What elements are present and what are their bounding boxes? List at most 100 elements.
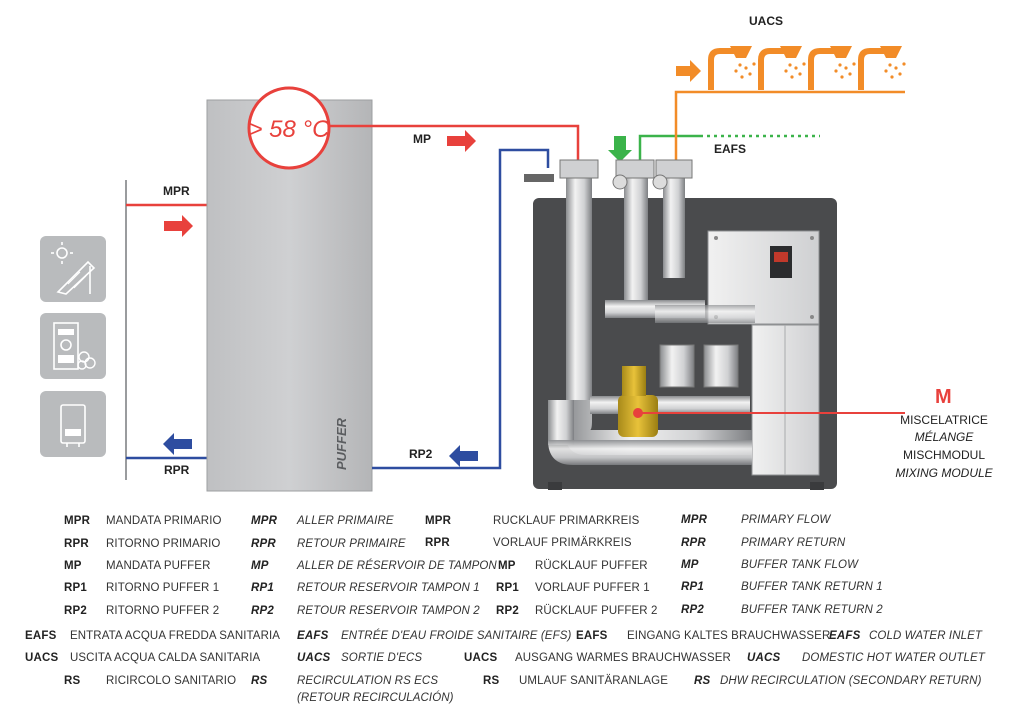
legend-text: MANDATA PUFFER bbox=[106, 560, 211, 572]
legend-abbr: EAFS bbox=[576, 630, 608, 642]
eafs-line bbox=[638, 134, 700, 168]
legend-abbr: MPR bbox=[425, 515, 452, 527]
legend-abbr: RP2 bbox=[64, 605, 87, 617]
hydraulic-diagram: > 58 °C PUFFER bbox=[125, 46, 906, 492]
solar-panel-box bbox=[40, 236, 106, 302]
legend-text: RETOUR RESERVOIR TAMPON 1 bbox=[297, 582, 480, 594]
legend-abbr: RP2 bbox=[251, 605, 274, 617]
legend-abbr: MPR bbox=[64, 515, 91, 527]
legend-text: ALLER DE RÉSERVOIR DE TAMPON bbox=[297, 560, 497, 572]
rp2-label: RP2 bbox=[409, 447, 433, 461]
legend-text: RETOUR RESERVOIR TAMPON 2 bbox=[297, 605, 480, 617]
mpr-label: MPR bbox=[163, 184, 190, 198]
rpr-arrow bbox=[163, 433, 192, 455]
tank-label: PUFFER bbox=[334, 417, 349, 470]
legend-abbr: EAFS bbox=[829, 630, 861, 642]
legend-text: COLD WATER INLET bbox=[869, 630, 982, 642]
shower-icon bbox=[708, 46, 756, 90]
uacs-label: UACS bbox=[749, 14, 784, 28]
legend-text: RICIRCOLO SANITARIO bbox=[106, 675, 237, 687]
legend-abbr: RS bbox=[694, 675, 711, 687]
m-label: M bbox=[935, 386, 952, 408]
rp2-arrow bbox=[449, 445, 478, 467]
boiler-icon bbox=[53, 322, 96, 370]
temperature-label: > 58 °C bbox=[249, 116, 331, 143]
legend-text: ENTRATA ACQUA FREDDA SANITARIA bbox=[70, 630, 281, 642]
legend-abbr: RP1 bbox=[681, 581, 704, 593]
legend-text: RETOUR PRIMAIRE bbox=[297, 538, 406, 550]
legend-abbr: EAFS bbox=[25, 630, 57, 642]
legend-abbr: MP bbox=[681, 559, 699, 571]
legend-text: DHW RECIRCULATION (SECONDARY RETURN) bbox=[720, 675, 982, 687]
mp-label: MP bbox=[413, 132, 431, 146]
legend-text: EINGANG KALTES BRAUCHWASSER bbox=[627, 630, 831, 642]
legend-abbr: MP bbox=[251, 560, 269, 572]
legend-abbr: RPR bbox=[251, 538, 276, 550]
pump-1 bbox=[659, 344, 695, 388]
rpr-label: RPR bbox=[164, 463, 190, 477]
legend-text: PRIMARY FLOW bbox=[741, 514, 831, 526]
legend-abbr: MP bbox=[64, 560, 82, 572]
legend-text: UMLAUF SANITÄRANLAGE bbox=[519, 675, 668, 687]
legend-text: RITORNO PUFFER 1 bbox=[106, 582, 220, 594]
shower-icon bbox=[758, 46, 806, 90]
legend-text: BUFFER TANK RETURN 2 bbox=[741, 604, 883, 616]
legend-abbr: RP2 bbox=[496, 605, 519, 617]
legend-text: RECIRCULATION RS ECS bbox=[297, 675, 439, 687]
shower-icon bbox=[808, 46, 856, 90]
shower-icons bbox=[708, 46, 906, 90]
legend-abbr: MP bbox=[498, 560, 516, 572]
legend-abbr: RPR bbox=[64, 538, 89, 550]
module-name-en: MIXING MODULE bbox=[895, 466, 993, 480]
module-name-fr: MÉLANGE bbox=[914, 430, 974, 444]
legend-text: DOMESTIC HOT WATER OUTLET bbox=[802, 652, 985, 664]
legend-text: USCITA ACQUA CALDA SANITARIA bbox=[70, 652, 261, 664]
legend-abbr: UACS bbox=[25, 652, 59, 664]
legend-text: AUSGANG WARMES BRAUCHWASSER bbox=[515, 652, 731, 664]
mpr-arrow bbox=[164, 215, 193, 237]
legend-abbr: RP2 bbox=[681, 604, 704, 616]
uacs-arrow bbox=[676, 60, 701, 82]
shower-icon bbox=[858, 46, 906, 90]
legend-abbr: RS bbox=[64, 675, 81, 687]
wall-boiler-box bbox=[40, 391, 106, 457]
legend-abbr: RP1 bbox=[64, 582, 87, 594]
module-name-it: MISCELATRICE bbox=[900, 413, 988, 427]
legend-text: SORTIE D'ECS bbox=[341, 652, 423, 664]
legend-abbr: MPR bbox=[251, 515, 278, 527]
legend-text: RÜCKLAUF PUFFER 2 bbox=[535, 605, 658, 617]
eafs-label: EAFS bbox=[714, 142, 747, 156]
module-name-de: MISCHMODUL bbox=[902, 448, 985, 462]
legend-abbr: RS bbox=[251, 675, 268, 687]
legend-text: ENTRÉE D'EAU FROIDE SANITAIRE (EFS) bbox=[341, 630, 572, 642]
legend-abbr: UACS bbox=[747, 652, 781, 664]
mp-flow-line bbox=[329, 124, 580, 168]
legend-abbr: UACS bbox=[464, 652, 498, 664]
eafs-arrow bbox=[608, 136, 632, 162]
uacs-line bbox=[674, 90, 905, 168]
mixing-module bbox=[524, 159, 837, 490]
legend-abbr: EAFS bbox=[297, 630, 329, 642]
legend-abbr: MPR bbox=[681, 514, 708, 526]
boiler-box bbox=[40, 313, 106, 379]
legend-abbr: RS bbox=[483, 675, 500, 687]
legend-text: RUCKLAUF PRIMARKREIS bbox=[493, 515, 640, 527]
legend-text: MANDATA PRIMARIO bbox=[106, 515, 222, 527]
legend-text: BUFFER TANK RETURN 1 bbox=[741, 581, 883, 593]
temperature-circle bbox=[247, 86, 331, 170]
legend-text: RITORNO PRIMARIO bbox=[106, 538, 221, 550]
legend-text: RÜCKLAUF PUFFER bbox=[535, 560, 648, 572]
legend-text: RITORNO PUFFER 2 bbox=[106, 605, 220, 617]
legend-text: ALLER PRIMAIRE bbox=[297, 515, 394, 527]
legend-abbr: RPR bbox=[425, 537, 450, 549]
legend-text: VORLAUF PUFFER 1 bbox=[535, 582, 650, 594]
legend-text: VORLAUF PRIMÄRKREIS bbox=[493, 537, 632, 549]
mp-arrow bbox=[447, 130, 476, 152]
legend-abbr: RP1 bbox=[251, 582, 274, 594]
legend-abbr: UACS bbox=[297, 652, 331, 664]
wall-boiler-icon bbox=[60, 404, 86, 447]
legend-text-extra: (RETOUR RECIRCULACIÓN) bbox=[297, 692, 454, 704]
legend-abbr: RPR bbox=[681, 537, 706, 549]
pump-2 bbox=[703, 344, 739, 388]
solar-panel-icon bbox=[51, 242, 96, 295]
